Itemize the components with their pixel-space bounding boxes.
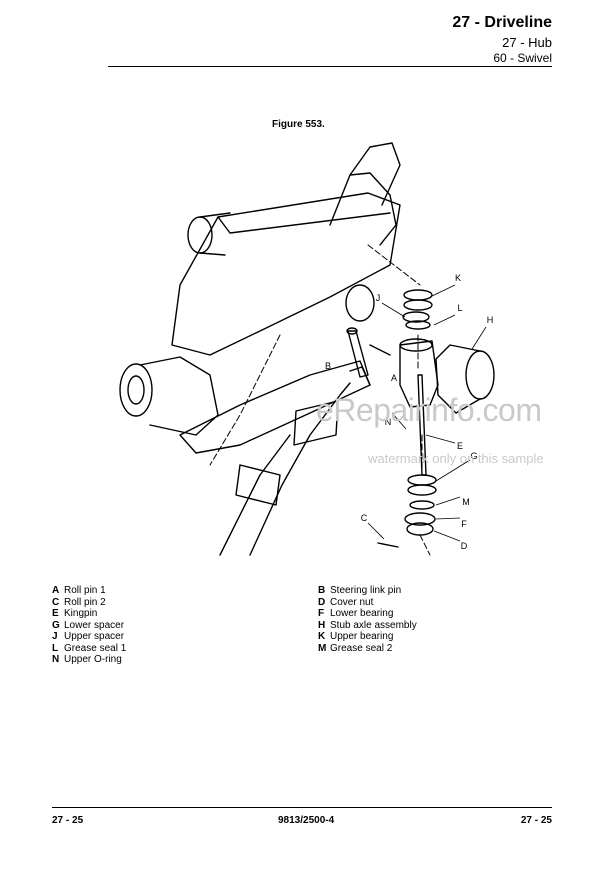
footer-doc-number: 9813/2500-4: [278, 815, 335, 826]
lower-spacer-g: [407, 474, 437, 486]
footer-rule: [52, 807, 552, 808]
callout-b: B: [325, 361, 331, 371]
roll-pin-c: [377, 542, 399, 548]
section-title: 27 - Driveline: [452, 14, 552, 31]
callout-e: E: [457, 441, 463, 451]
upper-bearing-k: [403, 289, 433, 301]
footer-page-left: 27 - 25: [52, 815, 84, 826]
left-hub: [119, 363, 153, 417]
callout-m: M: [462, 497, 470, 507]
callout-k: K: [455, 273, 461, 283]
grease-seal-m: [409, 500, 435, 510]
watermark-subtext: watermark only on this sample: [368, 451, 544, 466]
upper-spacer-j: [402, 311, 430, 323]
callout-g: G: [470, 451, 477, 461]
callout-l: L: [457, 303, 462, 313]
axle-beam: [171, 192, 401, 356]
callout-d: D: [461, 541, 468, 551]
callout-j: J: [376, 293, 381, 303]
lower-bearing-f: [404, 512, 436, 526]
figure-caption: Figure 553.: [272, 119, 325, 130]
callout-n: N: [385, 417, 392, 427]
axle-swivel-exploded-drawing: K J L H B A N E G M F C D: [119, 142, 495, 556]
footer-page-right: 27 - 25: [520, 815, 552, 826]
swivel-body: [399, 340, 439, 408]
right-boss: [345, 284, 375, 322]
steering-link-pin: [347, 330, 369, 378]
callout-h: H: [487, 315, 494, 325]
roll-pin-a: [369, 344, 391, 356]
subsection-title: 27 - Hub: [502, 35, 552, 50]
steering-cylinder: [249, 382, 351, 556]
callout-a: A: [391, 373, 397, 383]
header-rule: [108, 66, 552, 67]
grease-seal-l: [405, 320, 431, 330]
upper-arm: [329, 142, 401, 226]
subsubsection-title: 60 - Swivel: [493, 51, 552, 65]
callout-f: F: [461, 519, 467, 529]
callout-c: C: [361, 513, 368, 523]
watermark-text: eRepairinfo.com: [316, 392, 542, 428]
